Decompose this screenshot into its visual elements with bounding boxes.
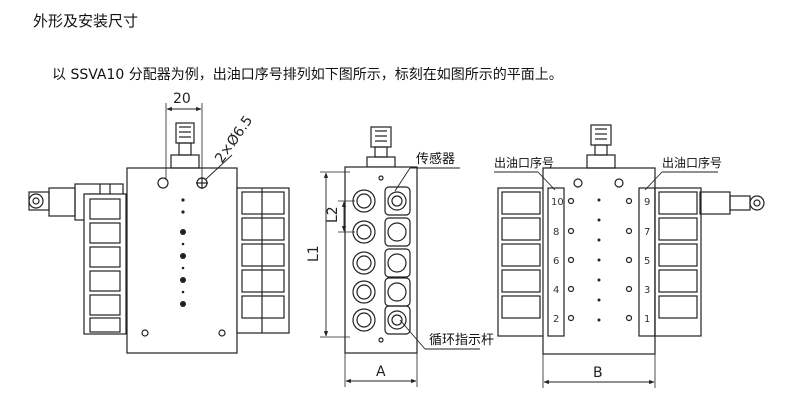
left-body [126, 167, 238, 354]
outlet-number: 3 [644, 285, 650, 296]
outlet-number: 8 [553, 227, 559, 238]
description-text: 以 SSVA10 分配器为例，出油口序号排列如下图所示，标刻在如图所示的平面上。 [52, 67, 563, 83]
centre-marks [180, 198, 186, 307]
middle-view [320, 126, 480, 387]
middle-body [344, 166, 418, 354]
outlet-number: 6 [553, 256, 559, 267]
outlet-number: 7 [644, 227, 650, 238]
outlet-numbers-left: 10 8 6 4 2 [551, 197, 564, 325]
sensor-left [170, 122, 200, 169]
dim-b: B [593, 365, 603, 381]
outlet-number: 9 [644, 197, 650, 208]
outlet-number: 2 [553, 314, 559, 325]
right-view-fittings-right [654, 187, 702, 337]
mounting-hole [157, 177, 169, 189]
sensor-right [586, 124, 616, 169]
outlet-number-label-right: 出油口序号 [662, 155, 722, 170]
outlet-fittings-right [236, 187, 290, 334]
right-view [494, 124, 765, 388]
left-view [28, 103, 290, 354]
indicator-rod-label: 循环指示杆 [429, 333, 494, 348]
outlet-fittings-left [83, 193, 127, 335]
outlet-number: 1 [644, 314, 650, 325]
dim-20: 20 [173, 91, 191, 107]
outlet-column-left [352, 189, 376, 332]
dim-l2: L2 [325, 206, 341, 223]
right-view-fittings-left [497, 187, 545, 337]
inlet-fitting-right [699, 191, 765, 215]
dim-hole-dia: 2×Ø6.5 [212, 113, 256, 166]
sensor-middle [366, 126, 396, 168]
sensor-label: 传感器 [416, 151, 455, 167]
outlet-number: 5 [644, 256, 650, 267]
dim-a: A [376, 364, 386, 380]
dim-l1: L1 [306, 245, 322, 262]
outlet-numbers-right: 9 7 5 3 1 [644, 197, 650, 325]
outlet-number: 10 [551, 197, 564, 208]
outlet-number-label-left: 出油口序号 [494, 155, 554, 170]
number-plate-left [547, 187, 565, 337]
section-title: 外形及安装尺寸 [33, 12, 139, 30]
outlet-column-right [384, 186, 411, 335]
outlet-number: 4 [553, 285, 559, 296]
